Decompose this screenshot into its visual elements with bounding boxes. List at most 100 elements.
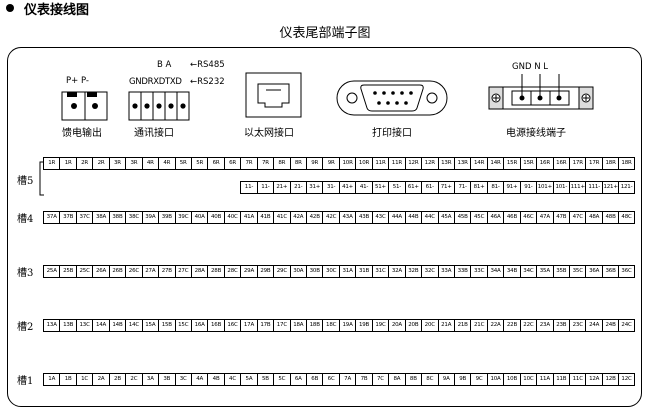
slot1-label: 槽1 <box>17 376 34 387</box>
terminal-cell: 15C <box>174 319 191 332</box>
terminal-cell: 6C <box>322 373 339 386</box>
terminal-cell: 29B <box>256 265 274 278</box>
terminal-cell: 48B <box>601 211 619 224</box>
terminal-cell: 6A <box>289 373 306 386</box>
terminal-cell: 42B <box>306 211 323 224</box>
terminal-cell: 44A <box>388 211 405 224</box>
terminal-cell: 20A <box>388 319 405 332</box>
terminal-cell: 26C <box>125 265 142 278</box>
ethernet-jack <box>245 72 302 118</box>
bullet-icon <box>6 4 14 12</box>
power-output-label: 馈电输出 <box>62 128 102 139</box>
terminal-cell: 38B <box>108 211 126 224</box>
power-terminal-label: 电源接线端子 <box>506 128 566 139</box>
terminal-cell: 11B <box>552 373 569 386</box>
terminal-cell: 33C <box>470 265 487 278</box>
terminal-cell: 18C <box>322 319 339 332</box>
terminal-cell: 17C <box>273 319 290 332</box>
terminal-cell: 23C <box>569 319 586 332</box>
terminal-cell: 81- <box>486 181 504 194</box>
terminal-cell: 11C <box>569 373 586 386</box>
terminal-cell: 11R <box>388 157 405 170</box>
terminal-cell: 33A <box>437 265 454 278</box>
terminal-spacer <box>43 181 59 194</box>
terminal-cell: 2R <box>92 157 109 170</box>
terminal-cell: 24A <box>585 319 602 332</box>
terminal-cell: 41C <box>273 211 290 224</box>
terminal-cell: 91+ <box>503 181 520 194</box>
terminal-cell: 42A <box>289 211 306 224</box>
terminal-cell: 3A <box>141 373 159 386</box>
terminal-cell: 27A <box>141 265 159 278</box>
terminal-cell: 35B <box>552 265 569 278</box>
terminal-cell: 41A <box>240 211 257 224</box>
terminal-cell: 28C <box>223 265 241 278</box>
terminal-cell: 121- <box>618 181 635 194</box>
terminal-cell: 23A <box>536 319 553 332</box>
terminal-spacer <box>142 181 158 194</box>
terminal-cell: 111- <box>585 181 602 194</box>
terminal-spacer <box>207 181 223 194</box>
terminal-cell: 10B <box>503 373 520 386</box>
terminal-cell: 8C <box>421 373 438 386</box>
terminal-cell: 21C <box>470 319 487 332</box>
terminal-cell: 25B <box>59 265 76 278</box>
terminal-cell: 14R <box>470 157 487 170</box>
section-title: 仪表接线图 <box>24 2 90 18</box>
terminal-cell: 22B <box>503 319 520 332</box>
terminal-cell: 31C <box>371 265 389 278</box>
terminal-cell: 24B <box>601 319 619 332</box>
terminal-cell: 25A <box>43 265 60 278</box>
terminal-cell: 41B <box>256 211 274 224</box>
terminal-cell: 40A <box>190 211 208 224</box>
terminal-cell: 43C <box>371 211 389 224</box>
terminal-cell: 1C <box>75 373 93 386</box>
terminal-cell: 40B <box>207 211 224 224</box>
terminal-cell: 46C <box>519 211 537 224</box>
terminal-cell: 14C <box>125 319 142 332</box>
terminal-cell: 18B <box>306 319 323 332</box>
terminal-cell: 18R <box>618 157 635 170</box>
terminal-cell: 61- <box>421 181 438 194</box>
terminal-cell: 13R <box>453 157 471 170</box>
terminal-cell: 34B <box>503 265 520 278</box>
terminal-cell: 40C <box>223 211 241 224</box>
terminal-cell: 7A <box>338 373 356 386</box>
terminal-cell: 3B <box>158 373 175 386</box>
terminal-cell: 34A <box>486 265 504 278</box>
terminal-cell: 25C <box>75 265 93 278</box>
terminal-cell: 30A <box>289 265 306 278</box>
slot2-label: 槽2 <box>17 322 34 333</box>
print-port-db9 <box>336 80 448 116</box>
terminal-cell: 22A <box>486 319 504 332</box>
terminal-cell: 10R <box>338 157 356 170</box>
terminal-cell: 101+ <box>536 181 553 194</box>
comm-interface-label: 通讯接口 <box>134 128 174 139</box>
terminal-cell: 33B <box>453 265 471 278</box>
terminal-cell: 39B <box>158 211 175 224</box>
terminal-cell: 4A <box>190 373 208 386</box>
terminal-cell: 81+ <box>470 181 487 194</box>
terminal-cell: 71- <box>453 181 471 194</box>
terminal-spacer <box>191 181 207 194</box>
terminal-cell: 15A <box>141 319 159 332</box>
terminal-cell: 4B <box>207 373 224 386</box>
rs485-label: ←RS485 <box>190 60 225 70</box>
terminal-cell: 121+ <box>601 181 619 194</box>
terminal-cell: 26A <box>92 265 109 278</box>
terminal-cell: 5B <box>256 373 274 386</box>
diagram-title: 仪表尾部端子图 <box>279 26 371 41</box>
terminal-cell: 44B <box>404 211 422 224</box>
terminal-cell: 6B <box>306 373 323 386</box>
terminal-cell: 17R <box>569 157 586 170</box>
terminal-cell: 1R <box>59 157 76 170</box>
terminal-cell: 4R <box>141 157 159 170</box>
slot3-label: 槽3 <box>17 268 34 279</box>
terminal-cell: 19B <box>355 319 372 332</box>
power-output-terminal <box>61 91 108 121</box>
terminal-cell: 91- <box>519 181 537 194</box>
terminal-cell: 27B <box>158 265 175 278</box>
terminal-cell: 16R <box>552 157 569 170</box>
terminal-cell: 9R <box>306 157 323 170</box>
